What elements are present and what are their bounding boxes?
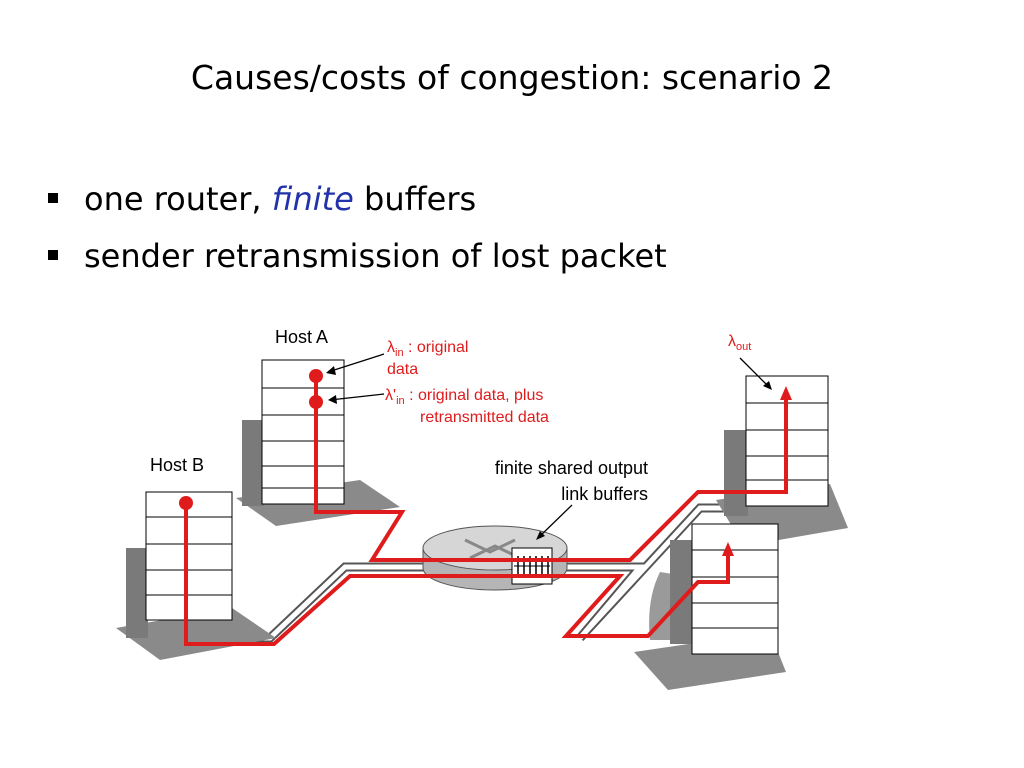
buffer-label-line1: finite shared output xyxy=(495,458,648,478)
flow-host-b xyxy=(184,503,730,646)
host-b xyxy=(116,491,276,660)
bullet-item-finite-buffers: one router, finite buffers xyxy=(44,176,684,223)
lambda-in-description: : original xyxy=(404,339,469,356)
lambda-prime-in-source-dot xyxy=(309,395,323,409)
lambda-symbol: λ xyxy=(387,339,395,356)
lambda-symbol: λ xyxy=(728,333,736,350)
flow-host-a xyxy=(314,376,788,562)
lambda-prime-mark: ' xyxy=(393,387,396,404)
flow-arrowhead-bottom-icon xyxy=(722,542,734,556)
host-a xyxy=(236,359,400,526)
lambda-prime-in-description: : original data, plus xyxy=(405,387,544,404)
annotation-arrowheads xyxy=(326,366,772,540)
host-b-label: Host B xyxy=(150,455,204,475)
lambda-in-source-dot xyxy=(309,369,323,383)
bullet-text-part: one router, xyxy=(84,180,272,218)
lambda-out-annotation: λout xyxy=(728,333,751,353)
bullet-text: sender retransmission of lost packet xyxy=(84,237,667,275)
lambda-prime-in-subscript: in xyxy=(396,395,405,407)
bullet-list: one router, finite buffers sender retran… xyxy=(44,176,684,290)
lambda-in-subscript: in xyxy=(395,347,404,359)
host-a-label: Host A xyxy=(275,327,328,347)
svg-text:λout: λout xyxy=(728,333,751,353)
flow-arrowhead-top-icon xyxy=(780,386,792,400)
bullet-item-retransmission: sender retransmission of lost packet xyxy=(44,233,684,280)
square-bullet-icon xyxy=(48,250,58,260)
host-receiver-top xyxy=(716,375,848,546)
annotation-arrows xyxy=(327,353,771,539)
lambda-in-description-line2: data xyxy=(387,361,418,378)
bullet-text-part: buffers xyxy=(353,180,477,218)
lambda-prime-in-description-line2: retransmitted data xyxy=(420,409,549,426)
bullet-emphasis-finite: finite xyxy=(271,180,354,218)
host-b-source-dot xyxy=(179,496,193,510)
svg-text:λ'in : original data, plus: λ'in : original data, plus xyxy=(385,387,543,407)
square-bullet-icon xyxy=(48,193,58,203)
buffer-label-line2: link buffers xyxy=(561,484,648,504)
svg-text:λin : original: λin : original xyxy=(387,339,468,359)
lambda-in-annotation: λin : original data xyxy=(387,339,468,378)
lambda-out-subscript: out xyxy=(736,341,751,353)
output-link-buffer xyxy=(511,547,553,585)
traffic-flows xyxy=(184,376,788,646)
slide-title: Causes/costs of congestion: scenario 2 xyxy=(190,58,834,97)
lambda-prime-in-annotation: λ'in : original data, plus retransmitted… xyxy=(385,387,549,426)
lambda-symbol: λ xyxy=(385,387,393,404)
